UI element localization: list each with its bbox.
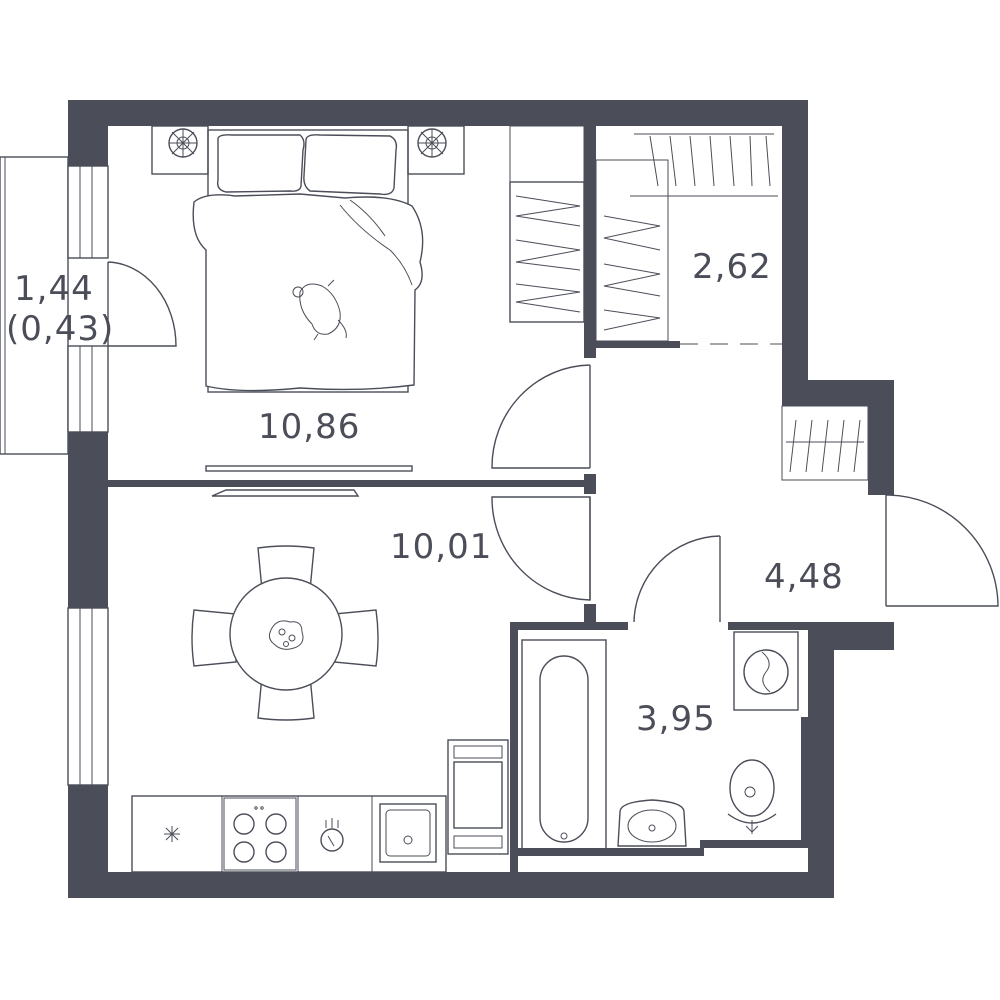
window-balcony	[67, 165, 109, 433]
entrance-door	[885, 494, 999, 607]
bathtub	[521, 639, 607, 851]
bathroom-area: 3,95	[636, 699, 716, 739]
washbasin	[617, 799, 687, 847]
bedside-table-left	[151, 125, 209, 175]
kitchen-door	[491, 496, 591, 601]
balcony-area-reduced: (0,43)	[6, 309, 114, 349]
balcony	[0, 156, 69, 455]
tv-kitchen-side	[211, 489, 360, 497]
toilet	[727, 759, 777, 834]
bathroom-door	[633, 535, 721, 623]
tv	[205, 465, 413, 472]
hallway-shelf	[781, 405, 869, 481]
flower-vase-icon	[268, 620, 304, 650]
cat-illustration	[292, 279, 347, 341]
wardrobe-area: 2,62	[692, 247, 772, 287]
cooktop	[223, 797, 297, 871]
living-kitchen-area: 10,01	[390, 527, 492, 567]
outer-walls	[68, 100, 894, 898]
walk-in-closet-shelves	[595, 133, 778, 342]
kitchen-counter	[131, 795, 447, 873]
balcony-door	[107, 261, 177, 347]
interior-walls	[108, 126, 814, 872]
bedroom-area: 10,86	[258, 407, 360, 447]
cabinet-icon	[164, 826, 180, 842]
hallway-area: 4,48	[764, 557, 844, 597]
bedroom-door	[491, 364, 591, 469]
dining-set	[191, 545, 379, 721]
washing-machine	[733, 631, 799, 711]
kitchen-sink	[379, 803, 437, 863]
bedroom-wardrobe	[509, 125, 585, 323]
kitchen-appliance	[320, 818, 344, 852]
bedside-table-right	[407, 125, 465, 175]
refrigerator	[447, 739, 509, 855]
double-bed	[192, 129, 424, 393]
window-kitchen	[67, 607, 109, 786]
balcony-area: 1,44	[14, 269, 94, 309]
